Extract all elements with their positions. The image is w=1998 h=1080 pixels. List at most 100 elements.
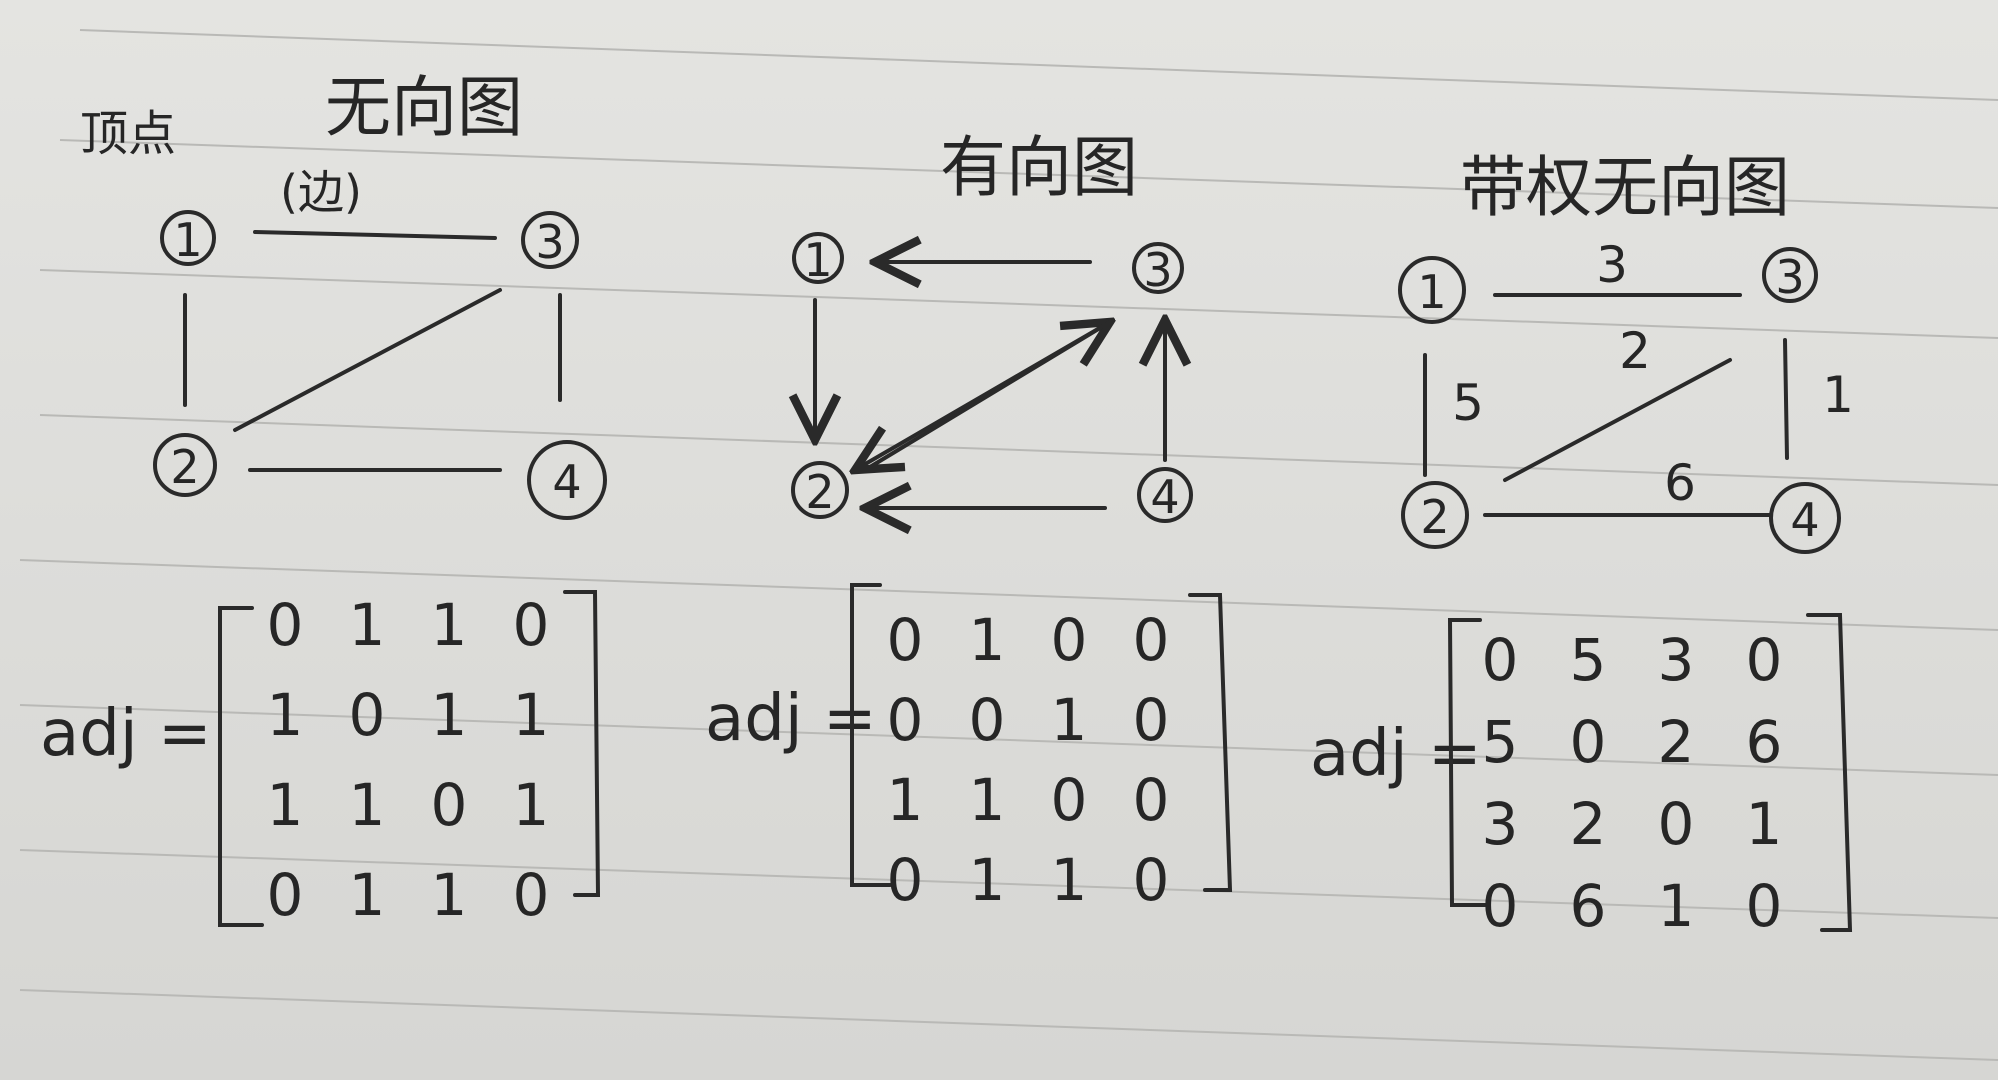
graph-title-weighted: 带权无向图 (1460, 149, 1790, 226)
matrix-cell-r3-c1: 3 (1482, 790, 1519, 858)
matrix-cell-r2-c3: 1 (1051, 686, 1088, 754)
node-2: 2 (1401, 481, 1469, 549)
matrix-bracket-left (850, 583, 892, 887)
matrix-cell-r4-c1: 0 (887, 846, 924, 914)
matrix-bracket-left (1447, 618, 1487, 907)
matrix-cell-r4-c1: 0 (267, 861, 304, 929)
edge-annotation: (边) (280, 165, 362, 219)
matrix-bracket-right (1188, 593, 1233, 892)
edge-1-3 (253, 230, 497, 240)
matrix-cell-r3-c3: 0 (431, 771, 468, 839)
graph-title-undirected: 无向图 (325, 69, 523, 146)
matrix-cell-r4-c2: 1 (969, 846, 1006, 914)
matrix-bracket-left (218, 606, 264, 927)
matrix-cell-r3-c3: 0 (1658, 790, 1695, 858)
matrix-bracket-right (563, 590, 601, 897)
matrix-cell-r1-c3: 3 (1658, 626, 1695, 694)
matrix-cell-r3-c1: 1 (887, 766, 924, 834)
node-4: 4 (527, 440, 607, 520)
matrix-cell-r2-c1: 0 (887, 686, 924, 754)
matrix-cell-r3-c4: 0 (1133, 766, 1170, 834)
node-2: 2 (791, 461, 849, 519)
matrix-cell-r1-c3: 0 (1051, 606, 1088, 674)
matrix-cell-r1-c4: 0 (1746, 626, 1783, 694)
node-label: 2 (1420, 490, 1449, 544)
matrix-cell-r1-c1: 0 (1482, 626, 1519, 694)
matrix-cell-r1-c1: 0 (267, 591, 304, 659)
matrix-cell-r4-c2: 6 (1570, 872, 1607, 940)
matrix-cell-r2-c4: 1 (513, 681, 550, 749)
edge-weight-3-4: 1 (1822, 366, 1854, 424)
edge-weight-1-3: 3 (1596, 236, 1628, 294)
matrix-cell-r3-c3: 0 (1051, 766, 1088, 834)
matrix-cell-r4-c3: 1 (431, 861, 468, 929)
ruled-lines (19, 29, 1998, 1061)
matrix-cell-r1-c2: 1 (969, 606, 1006, 674)
matrix-cell-r4-c4: 0 (513, 861, 550, 929)
matrix-cell-r1-c4: 0 (513, 591, 550, 659)
matrix-cell-r3-c2: 1 (969, 766, 1006, 834)
matrix-cell-r2-c2: 0 (1570, 708, 1607, 776)
matrix-cell-r3-c2: 1 (349, 771, 386, 839)
node-label: 1 (803, 233, 832, 287)
node-label: 3 (1775, 250, 1804, 304)
matrix-cell-r2-c2: 0 (969, 686, 1006, 754)
matrix-cell-r4-c2: 1 (349, 861, 386, 929)
matrix-label: adj = (1310, 717, 1482, 791)
edge-3-to-2 (855, 320, 1112, 470)
edge-weight-2-3: 2 (1619, 322, 1651, 380)
node-1: 1 (160, 210, 216, 267)
edge-2-3 (1503, 358, 1732, 482)
node-label: 3 (1143, 243, 1172, 297)
matrix-label: adj = (705, 682, 877, 756)
matrix-cell-r2-c2: 0 (349, 681, 386, 749)
matrix-cell-r3-c4: 1 (1746, 790, 1783, 858)
matrix-cell-r2-c4: 0 (1133, 686, 1170, 754)
matrix-cell-r1-c4: 0 (1133, 606, 1170, 674)
node-label: 2 (170, 440, 199, 494)
node-label: 2 (805, 465, 834, 519)
node-3: 3 (521, 211, 579, 269)
matrix-bracket-right (1806, 613, 1853, 932)
matrix-cell-r3-c4: 1 (513, 771, 550, 839)
matrix-cell-r4-c4: 0 (1133, 846, 1170, 914)
matrix-cell-r4-c3: 1 (1658, 872, 1695, 940)
matrix-cell-r1-c1: 0 (887, 606, 924, 674)
matrix-cell-r1-c3: 1 (431, 591, 468, 659)
matrix-cell-r2-c1: 5 (1482, 708, 1519, 776)
node-label: 4 (1150, 470, 1179, 524)
node-label: 1 (1417, 265, 1446, 319)
node-3: 3 (1132, 242, 1184, 297)
node-1: 1 (792, 232, 844, 287)
matrix-cell-r2-c3: 2 (1658, 708, 1695, 776)
node-4: 4 (1137, 467, 1193, 524)
matrix-cell-r2-c4: 6 (1746, 708, 1783, 776)
matrix-cell-r2-c3: 1 (431, 681, 468, 749)
edge-3-4 (1783, 338, 1789, 460)
matrix-cell-r2-c1: 1 (267, 681, 304, 749)
edge-weight-1-2: 5 (1452, 374, 1484, 432)
matrix-cell-r1-c2: 1 (349, 591, 386, 659)
node-label: 4 (552, 455, 581, 509)
node-label: 4 (1790, 493, 1819, 547)
node-4: 4 (1769, 482, 1841, 554)
matrix-cell-r4-c1: 0 (1482, 872, 1519, 940)
node-label: 1 (173, 213, 202, 267)
matrix-cell-r3-c2: 2 (1570, 790, 1607, 858)
graph-title-directed: 有向图 (940, 129, 1138, 206)
matrix-cell-r3-c1: 1 (267, 771, 304, 839)
node-3: 3 (1762, 247, 1818, 304)
node-label: 3 (535, 215, 564, 269)
matrix-label: adj = (40, 697, 212, 771)
matrix-cell-r1-c2: 5 (1570, 626, 1607, 694)
edge-2-3 (233, 288, 502, 432)
matrix-cell-r4-c4: 0 (1746, 872, 1783, 940)
